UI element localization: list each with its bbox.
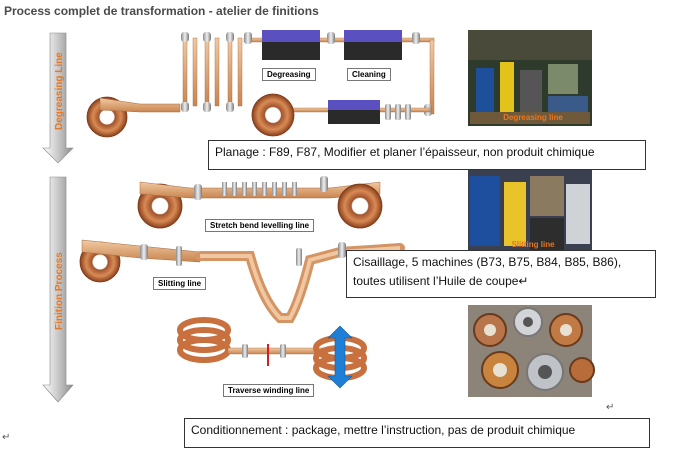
station-label-slitting: Slitting line (153, 277, 207, 290)
finition-section-arrow (42, 176, 74, 403)
traverse-line-drawing (177, 317, 367, 389)
page-title: Process complet de transformation - atel… (4, 4, 319, 18)
photo-slitting (468, 170, 592, 258)
callout-planage-text: Planage : F89, F87, Modifier et planer l… (215, 145, 595, 159)
callout-conditionnement: Conditionnement : package, mettre l’inst… (184, 418, 650, 448)
return-mark-left: ↵ (2, 432, 11, 443)
return-mark-right: ↵ (606, 402, 615, 413)
callout-cisaillage: Cisaillage, 5 machines (B73, B75, B84, B… (346, 250, 656, 298)
photo-slitting-caption: Slitting line (511, 240, 555, 249)
photo-degreasing (468, 30, 592, 126)
callout-cisaillage-line2: toutes utilisent l’Huile de coupe↵ (353, 274, 529, 288)
callout-cisaillage-line1: Cisaillage, 5 machines (B73, B75, B84, B… (353, 255, 622, 269)
degreasing-section-arrow (42, 32, 74, 164)
station-label-traverse: Traverse winding line (223, 384, 315, 397)
station-label-degreasing: Degreasing (262, 68, 316, 81)
station-label-cleaning: Cleaning (347, 68, 391, 81)
degreasing-line-drawing (86, 30, 435, 138)
finition-section-label: Finition Process (54, 252, 65, 330)
slitting-line-drawing (79, 239, 405, 323)
callout-conditionnement-text: Conditionnement : package, mettre l’inst… (191, 423, 576, 437)
station-label-stretch: Stretch bend levelling line (205, 219, 315, 232)
degreasing-section-label: Degreasing Line (54, 52, 65, 130)
stretch-line-drawing (137, 176, 383, 229)
callout-planage: Planage : F89, F87, Modifier et planer l… (208, 140, 646, 170)
photo-degreasing-caption: Degreasing line (503, 113, 563, 122)
photo-packaging (468, 305, 595, 397)
